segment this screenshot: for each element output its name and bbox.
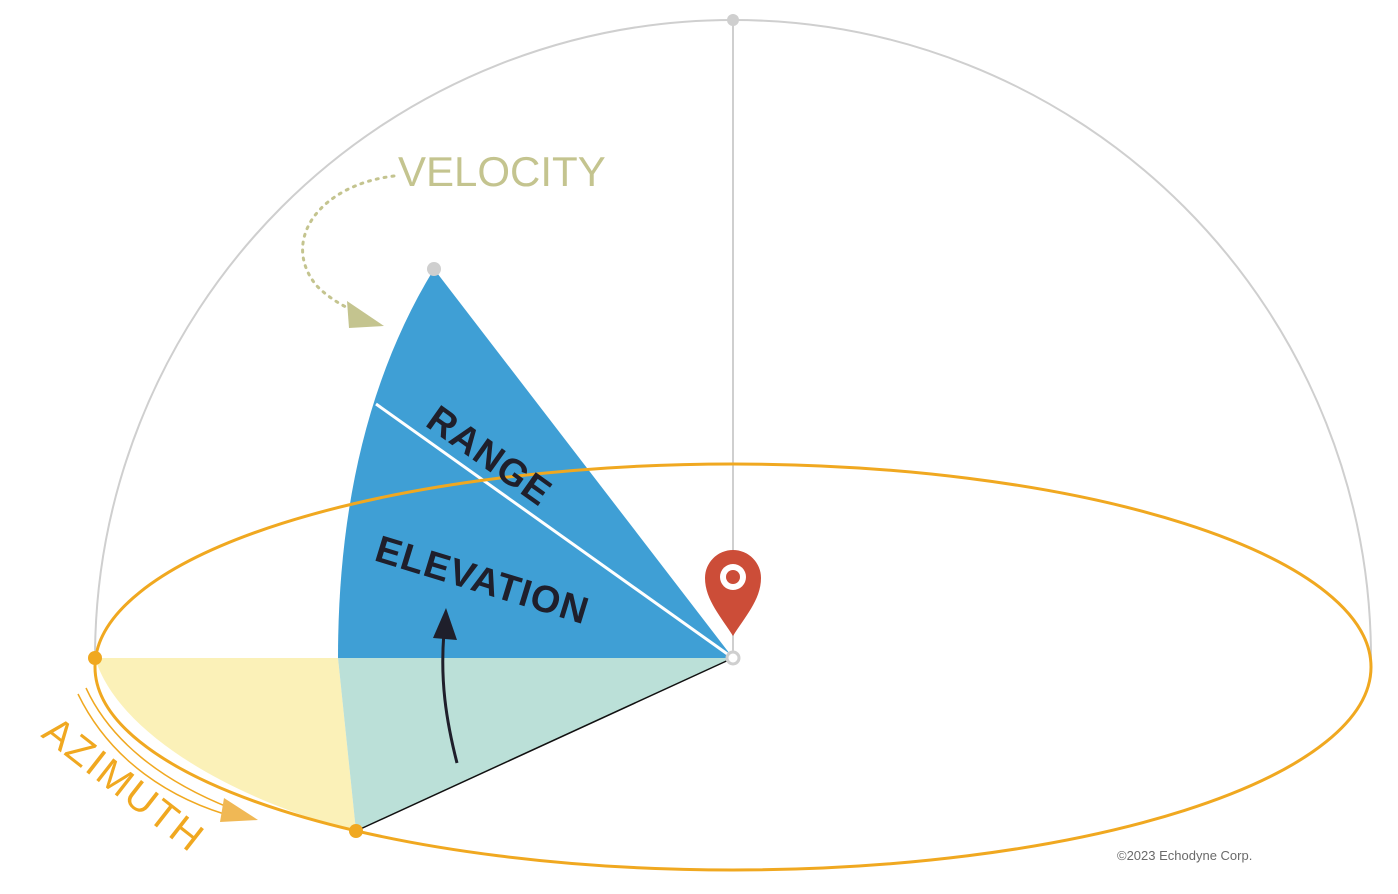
range-line (375, 402, 734, 660)
north-reference-point (88, 651, 102, 665)
velocity-arrow (301, 174, 396, 318)
azimuth-sector (95, 658, 356, 831)
map-pin-icon (705, 550, 761, 636)
elevation-arrowhead (433, 608, 457, 640)
velocity-label: VELOCITY (398, 148, 606, 195)
azimuth-arrowhead (220, 798, 258, 822)
elevation-arrow (441, 631, 459, 764)
azimuth-end-point (349, 824, 363, 838)
azimuth-arrow-inner (85, 687, 231, 809)
radar-origin-point (725, 650, 741, 666)
target-point (427, 262, 441, 276)
zenith-point (727, 14, 739, 26)
ground-projection-sector (338, 658, 733, 831)
ground-ellipse (93, 462, 1373, 872)
azimuth-arrow-outer (77, 693, 239, 819)
elevation-sector (338, 269, 733, 658)
azimuth-boundary-line (355, 657, 734, 832)
copyright-text: ©2023 Echodyne Corp. (1117, 848, 1252, 863)
velocity-arrowhead (347, 301, 384, 328)
